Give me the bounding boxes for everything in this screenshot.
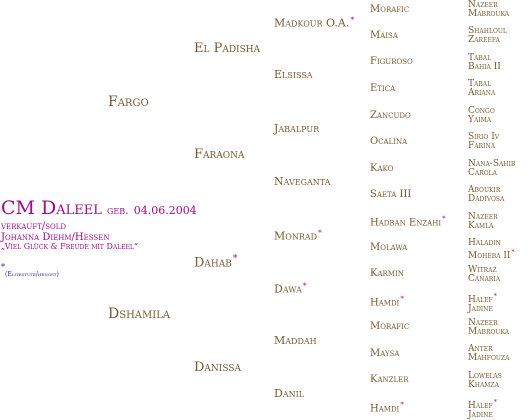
gen4-name: Maysa xyxy=(370,348,400,359)
wish-text: „Viel Glück & Freude mit Daleel“ xyxy=(1,242,139,251)
gen4-name: Molawa xyxy=(370,242,408,253)
gen4-name: Karmin xyxy=(370,268,404,279)
birth-label: geb. xyxy=(107,204,129,217)
sire-sire-name: El Padisha xyxy=(194,41,261,56)
sire-dam-name: Faraona xyxy=(194,147,245,162)
legend-note: *(Elitestute/hengst) xyxy=(1,262,59,278)
birth-date: 04.06.2004 xyxy=(133,204,197,217)
gen4-name: Figuroso xyxy=(370,56,413,67)
gen3-name: Madkour O.A.* xyxy=(274,15,355,30)
gen4-name: Hamdi* xyxy=(370,401,404,415)
gen4-name: Hadban Enzahi* xyxy=(370,215,446,229)
gen4-name: Saeta III xyxy=(370,189,412,200)
dam-name: Dshamila xyxy=(108,306,171,322)
gen3-name: Danil xyxy=(274,387,305,400)
gen3-name: Dawa* xyxy=(274,281,307,296)
horse-name: CM Daleel xyxy=(1,197,102,219)
dam-dam-name: Danissa xyxy=(194,360,242,375)
gen3-name: Monrad* xyxy=(274,228,322,243)
gen3-name: Elsissa xyxy=(274,68,313,81)
gen5-pair: Halef*Jadine xyxy=(468,293,497,314)
sale-status: verkauft/sold xyxy=(1,221,67,232)
gen5-pair: Halef*Jadine xyxy=(468,399,497,420)
owner-name: Johanna Diehm/Hessen xyxy=(1,232,110,243)
dam-sire-name: Dahab* xyxy=(194,254,238,271)
gen4-name: Etica xyxy=(370,83,396,94)
horse-title: CM Daleel geb. 04.06.2004 xyxy=(1,197,197,219)
sire-name: Fargo xyxy=(108,94,149,110)
gen4-name: Ocalina xyxy=(370,136,408,147)
gen3-name: Naveganta xyxy=(274,175,331,188)
gen4-name: Morafic xyxy=(370,4,410,15)
gen3-name: Jabalpur xyxy=(274,122,320,135)
gen4-name: Maisa xyxy=(370,30,398,41)
gen3-name: Maddah xyxy=(274,334,317,347)
gen4-name: Zancudo xyxy=(370,110,411,121)
gen4-name: Kanzler xyxy=(370,374,409,385)
gen4-name: Hamdi* xyxy=(370,295,404,309)
gen4-name: Kako xyxy=(370,163,394,174)
gen4-name: Morafic xyxy=(370,321,410,332)
